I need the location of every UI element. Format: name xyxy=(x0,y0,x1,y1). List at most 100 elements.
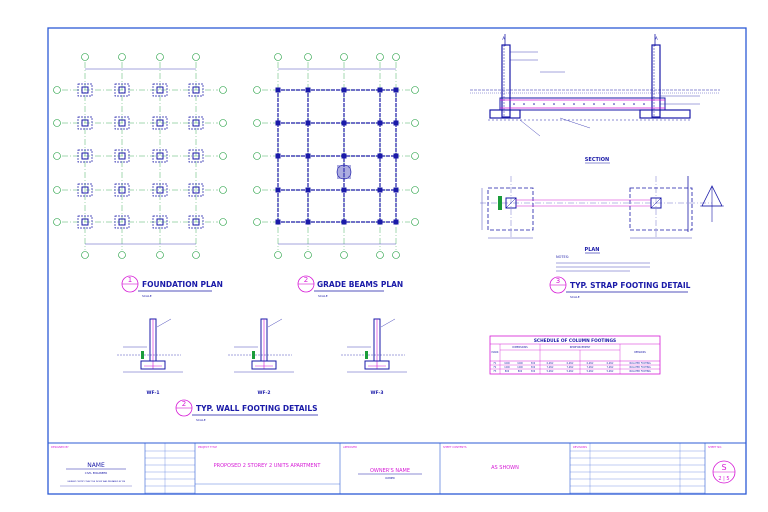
column xyxy=(393,87,399,93)
schedule-cell: 800 xyxy=(518,370,523,373)
svg-text:A: A xyxy=(502,36,505,41)
grid-bubble xyxy=(392,251,400,259)
footing-outline xyxy=(188,83,204,97)
schedule-cell: 6-Ø12 xyxy=(567,362,574,365)
grid-bubble xyxy=(253,86,261,94)
grid-bubble xyxy=(219,119,227,127)
grade-beams-hatch xyxy=(336,164,352,180)
footing-outline xyxy=(152,149,168,163)
column xyxy=(377,87,383,93)
sheet-no-label: SHEET NO. xyxy=(708,445,722,449)
column xyxy=(192,218,200,226)
grid-bubble xyxy=(156,53,164,61)
schedule-cell: 6-Ø12 xyxy=(587,362,594,365)
column xyxy=(341,153,347,159)
rebar-dot xyxy=(533,103,535,105)
column xyxy=(305,153,311,159)
engineer-role: CIVIL ENGINEER xyxy=(85,471,107,475)
rebar-dot xyxy=(623,103,625,105)
schedule-cell: F2 xyxy=(494,366,497,369)
rebar-dot xyxy=(583,103,585,105)
strap-footing-section: A A SECTION xyxy=(470,34,720,164)
schedule-cell: 5-Ø12 xyxy=(567,370,574,373)
column xyxy=(393,120,399,126)
schedule-cell: F3 xyxy=(494,370,497,373)
section-label: SECTION xyxy=(585,157,609,163)
column xyxy=(118,186,126,194)
schedule-cell: 5-Ø12 xyxy=(587,370,594,373)
leader xyxy=(156,318,172,328)
footing-outline xyxy=(188,149,204,163)
wall-footing-title: 2 TYP. WALL FOOTING DETAILS SCALE xyxy=(175,399,318,422)
drawing-number: 2 xyxy=(182,400,186,408)
schedule-header-remarks: REMARKS xyxy=(634,351,646,354)
rebar-dot xyxy=(643,103,645,105)
footing-outline xyxy=(77,83,93,97)
drawing-title: FOUNDATION PLAN xyxy=(142,280,223,289)
grid-bubble xyxy=(219,86,227,94)
grid-bubble xyxy=(304,251,312,259)
sheet-fraction: 2 | 5 xyxy=(718,476,729,482)
drawing-title: TYP. STRAP FOOTING DETAIL xyxy=(570,281,691,290)
sheet-contents-label: SHEET CONTENTS xyxy=(443,445,467,449)
grid-bubble xyxy=(192,251,200,259)
grid-bubble xyxy=(81,251,89,259)
footing-outline xyxy=(77,149,93,163)
drawing-number: 1 xyxy=(128,276,132,284)
strap-footing-title: 3 TYP. STRAP FOOTING DETAIL SCALE xyxy=(549,276,691,299)
footing-outline xyxy=(152,183,168,197)
column xyxy=(341,187,347,193)
column xyxy=(156,119,164,127)
column xyxy=(341,87,347,93)
schedule-cell: 5-Ø12 xyxy=(607,370,614,373)
grid-bubble xyxy=(118,53,126,61)
column xyxy=(81,119,89,127)
column xyxy=(305,120,311,126)
rebar-dot xyxy=(573,103,575,105)
schedule-cell: 5-Ø12 xyxy=(547,370,554,373)
foundation-plan-title: 1 FOUNDATION PLAN SCALE xyxy=(121,275,223,298)
grade-beams-plan: 2 GRADE BEAMS PLAN SCALE xyxy=(253,53,419,298)
schedule-cell: 1200 xyxy=(504,366,510,369)
column xyxy=(156,86,164,94)
footing-outline xyxy=(188,215,204,229)
engineer-name: NAME xyxy=(87,462,105,469)
footing-outline xyxy=(152,116,168,130)
column xyxy=(393,153,399,159)
drawing-number: 3 xyxy=(556,277,560,285)
rebar-dot xyxy=(603,103,605,105)
footing-outline xyxy=(77,116,93,130)
grid-bubble xyxy=(411,119,419,127)
grid-bubble xyxy=(411,186,419,194)
leader xyxy=(267,318,283,328)
rebar-dot xyxy=(633,103,635,105)
schedule-cell: 6-Ø12 xyxy=(607,362,614,365)
wall-footing xyxy=(140,360,166,370)
drawing-title: GRADE BEAMS PLAN xyxy=(317,280,403,289)
column xyxy=(377,187,383,193)
schedule-cell: 1200 xyxy=(517,366,523,369)
column xyxy=(192,152,200,160)
grid-bubble xyxy=(376,53,384,61)
footing-outline xyxy=(114,215,130,229)
column xyxy=(305,219,311,225)
column xyxy=(275,87,281,93)
column xyxy=(192,86,200,94)
grid-bubble xyxy=(411,218,419,226)
column xyxy=(118,86,126,94)
grid-bubble xyxy=(411,86,419,94)
schedule-cell: 1000 xyxy=(504,362,510,365)
grid-bubble xyxy=(411,152,419,160)
rebar-dot xyxy=(553,103,555,105)
grid-bubble xyxy=(53,119,61,127)
rebar-dot xyxy=(563,103,565,105)
footing-outline xyxy=(152,215,168,229)
column xyxy=(377,153,383,159)
column xyxy=(275,219,281,225)
wall-footing xyxy=(251,360,277,370)
schedule-cell: 300 xyxy=(531,366,536,369)
column xyxy=(275,120,281,126)
footing-outline xyxy=(77,183,93,197)
grid-bubble xyxy=(219,152,227,160)
column xyxy=(81,86,89,94)
